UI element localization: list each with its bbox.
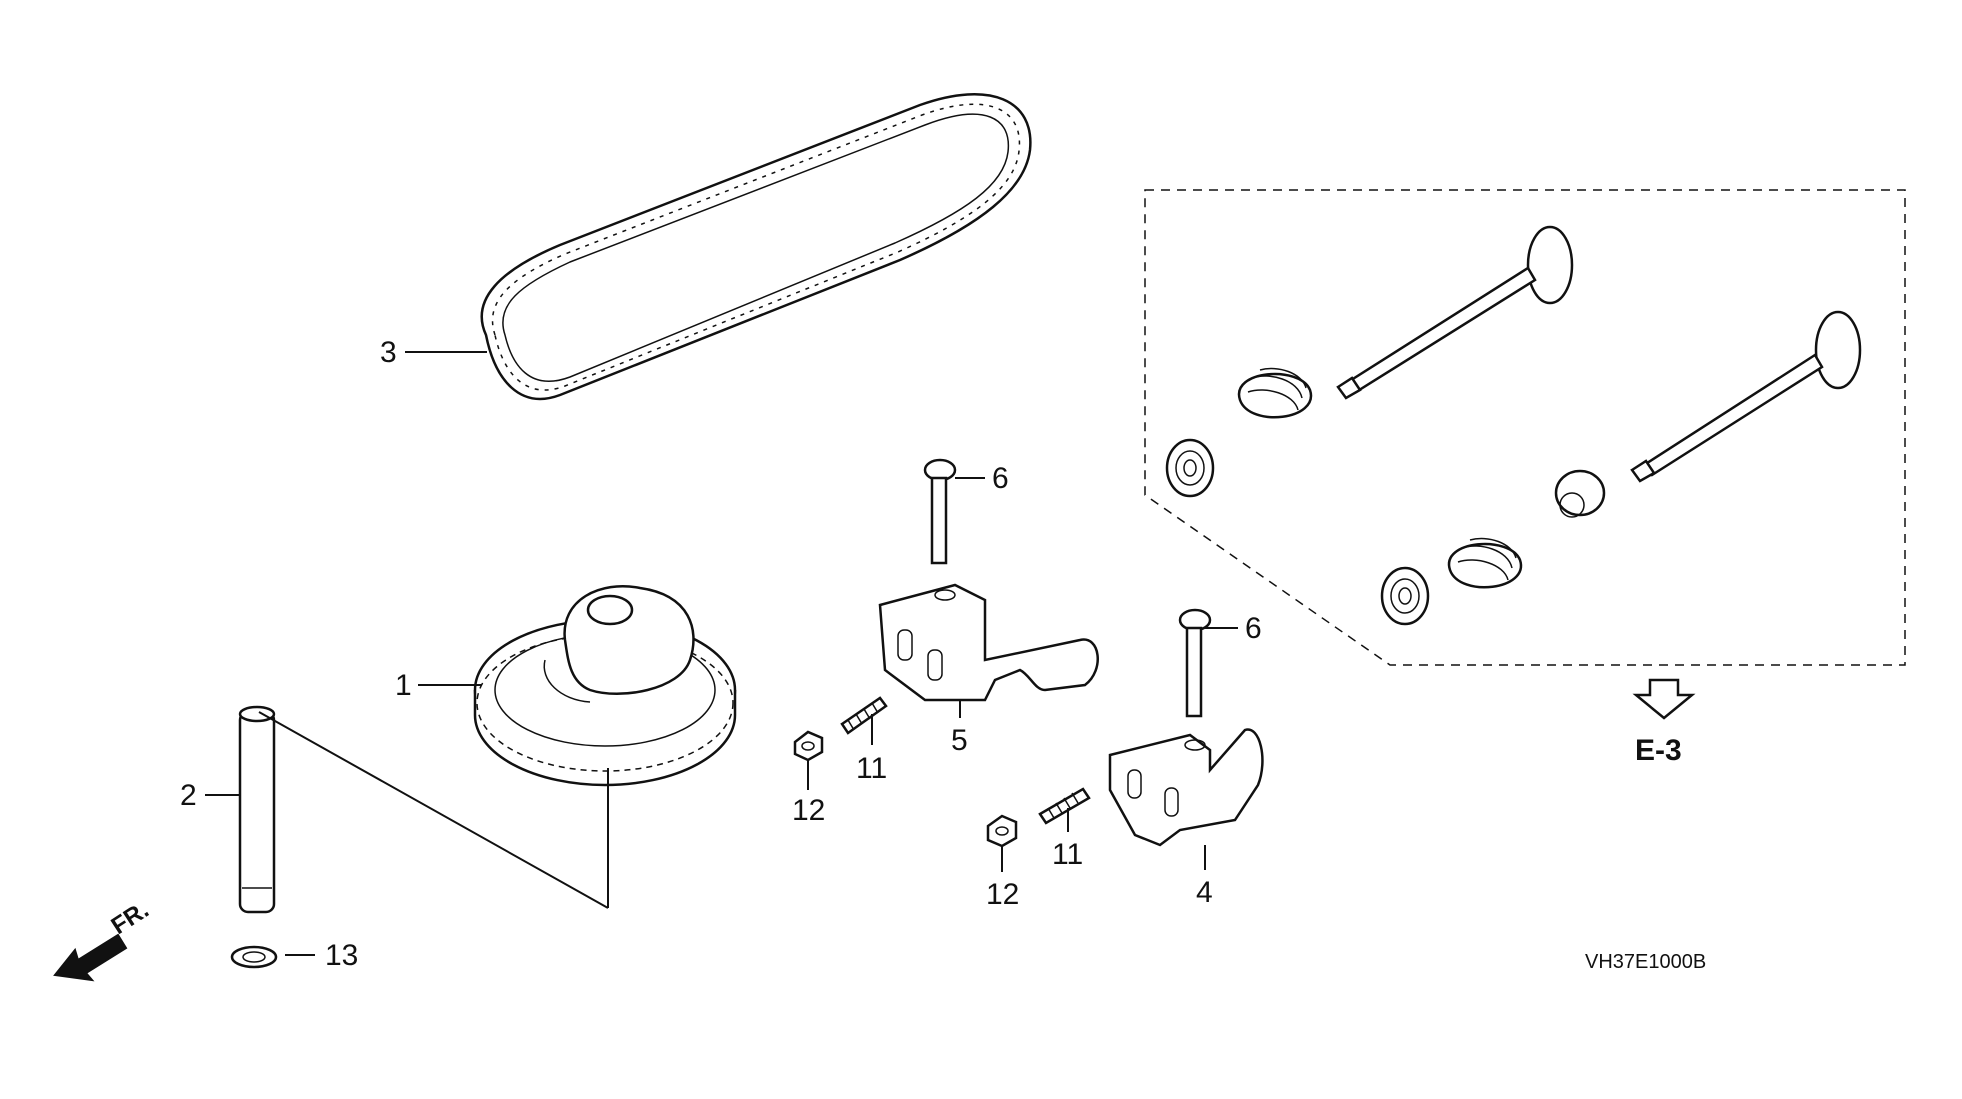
section-reference-label[interactable]: E-3: [1635, 734, 1682, 767]
timing-belt[interactable]: [480, 92, 1032, 401]
valve-spring-lower[interactable]: [1447, 537, 1523, 589]
valve-group: [1144, 189, 1906, 666]
callout-11-lower: 11: [1052, 838, 1083, 871]
callout-3: 3: [380, 336, 397, 369]
callout-1: 1: [395, 669, 412, 702]
camshaft-pulley[interactable]: [473, 585, 737, 787]
spring-retainer-upper[interactable]: [1165, 438, 1215, 498]
washer[interactable]: [230, 945, 278, 969]
callout-6-upper: 6: [992, 462, 1009, 495]
callout-5: 5: [951, 724, 968, 757]
callout-12-lower: 12: [986, 878, 1019, 911]
pivot-bolt-lower[interactable]: [1178, 608, 1212, 718]
pivot-bolt-upper[interactable]: [923, 458, 957, 565]
front-direction-label: FR.: [107, 896, 154, 940]
callout-12-upper: 12: [792, 794, 825, 827]
camshaft-pin[interactable]: [238, 705, 276, 914]
front-direction-arrow: FR.: [53, 896, 154, 982]
adjusting-screw-upper[interactable]: [840, 696, 888, 735]
rocker-arm-lower[interactable]: [1108, 728, 1264, 847]
leader-lines: [205, 351, 1238, 956]
assembly-lines: [258, 711, 609, 909]
callout-11-upper: 11: [856, 752, 887, 785]
spring-retainer-lower[interactable]: [1380, 566, 1430, 626]
callout-2: 2: [180, 779, 197, 812]
exhaust-valve[interactable]: [1630, 310, 1862, 483]
callout-4: 4: [1196, 876, 1213, 909]
valve-stem-seal[interactable]: [1554, 469, 1606, 518]
callout-6-lower: 6: [1245, 612, 1262, 645]
intake-valve[interactable]: [1336, 225, 1574, 400]
rocker-arm-upper[interactable]: [878, 583, 1099, 702]
lock-nut-lower[interactable]: [986, 814, 1018, 848]
callout-13: 13: [325, 939, 358, 972]
diagram-reference-code: VH37E1000B: [1585, 951, 1706, 973]
valve-spring-upper[interactable]: [1237, 367, 1313, 419]
section-reference-arrow[interactable]: [1632, 678, 1696, 720]
adjusting-screw-lower[interactable]: [1038, 787, 1091, 825]
lock-nut-upper[interactable]: [793, 730, 824, 762]
